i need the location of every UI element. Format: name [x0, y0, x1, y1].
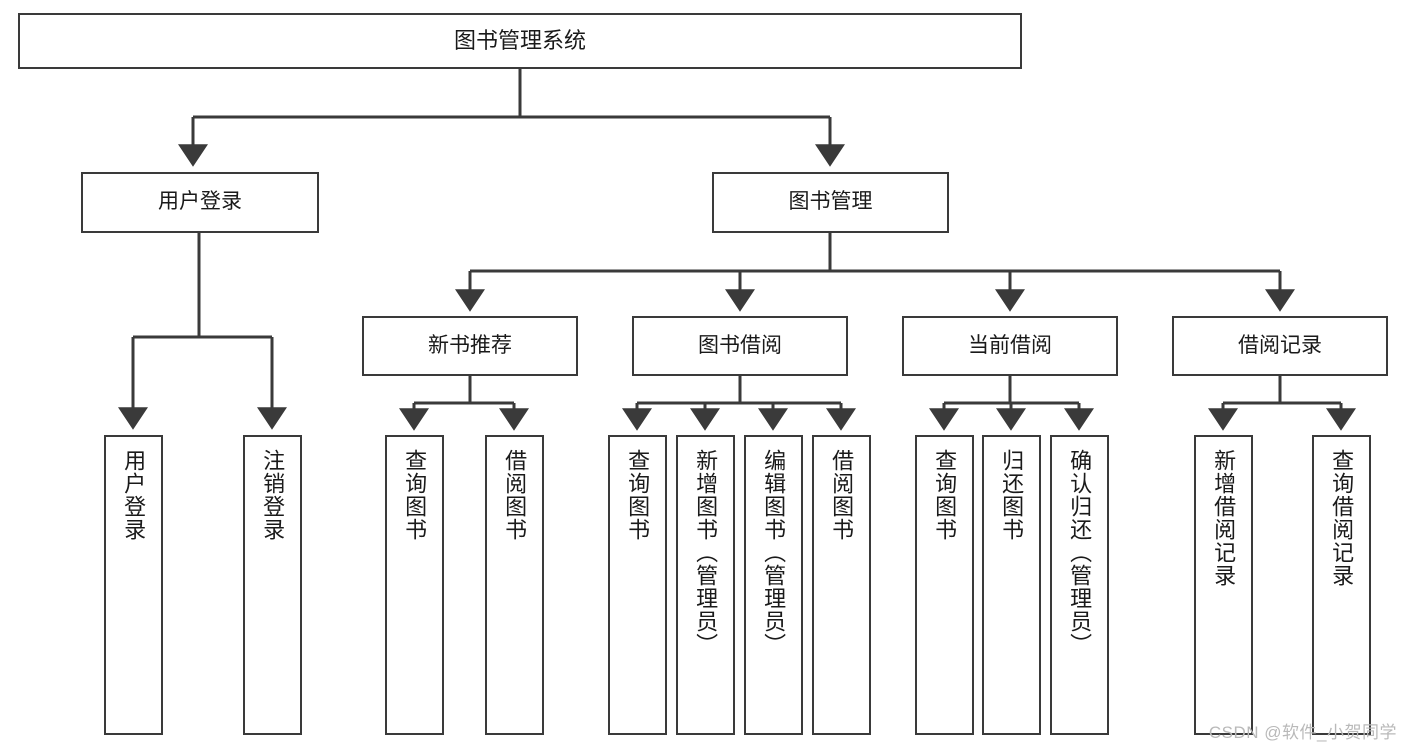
node-book-management[interactable]: 图书管理: [712, 172, 949, 233]
node-label: 图书管理系统: [453, 28, 586, 54]
node-label: 查询图书: [402, 449, 428, 541]
node-label: 用户登录: [158, 190, 242, 214]
node-new-book-recommend[interactable]: 新书推荐: [362, 316, 578, 376]
leaf-borrow-record-add[interactable]: 新增借阅记录: [1194, 435, 1253, 735]
node-label: 注销登录: [260, 449, 286, 541]
node-label: 查询图书: [625, 449, 651, 541]
leaf-user-login-logout[interactable]: 注销登录: [243, 435, 302, 735]
leaf-new-book-borrow[interactable]: 借阅图书: [485, 435, 544, 735]
leaf-borrow-record-query[interactable]: 查询借阅记录: [1312, 435, 1371, 735]
node-label: 图书管理: [788, 190, 873, 214]
node-label: 图书借阅: [698, 333, 782, 357]
watermark-text: CSDN @软件_小贺同学: [1208, 723, 1397, 742]
leaf-book-borrow-borrow[interactable]: 借阅图书: [812, 435, 871, 735]
leaf-current-borrow-query[interactable]: 查询图书: [915, 435, 974, 735]
node-borrow-record[interactable]: 借阅记录: [1172, 316, 1388, 376]
node-label: 借阅记录: [1238, 333, 1322, 357]
leaf-book-borrow-add[interactable]: 新增图书（管理员）: [676, 435, 735, 735]
node-label: 用户登录: [121, 449, 147, 541]
leaf-current-borrow-confirm-return[interactable]: 确认归还（管理员）: [1050, 435, 1109, 735]
node-label: 编辑图书（管理员）: [761, 449, 787, 656]
leaf-current-borrow-return[interactable]: 归还图书: [982, 435, 1041, 735]
leaf-user-login-login[interactable]: 用户登录: [104, 435, 163, 735]
node-label: 归还图书: [999, 449, 1025, 541]
leaf-new-book-query[interactable]: 查询图书: [385, 435, 444, 735]
leaf-book-borrow-query[interactable]: 查询图书: [608, 435, 667, 735]
node-label: 确认归还（管理员）: [1067, 449, 1093, 656]
node-root-system[interactable]: 图书管理系统: [18, 13, 1022, 69]
node-user-login[interactable]: 用户登录: [81, 172, 319, 233]
node-label: 借阅图书: [829, 449, 855, 541]
node-current-borrow[interactable]: 当前借阅: [902, 316, 1118, 376]
node-label: 查询图书: [932, 449, 958, 541]
node-label: 新增借阅记录: [1211, 449, 1237, 587]
node-book-borrow[interactable]: 图书借阅: [632, 316, 848, 376]
node-label: 新增图书（管理员）: [693, 449, 719, 656]
node-label: 新书推荐: [428, 333, 512, 357]
node-label: 借阅图书: [502, 449, 528, 541]
node-label: 查询借阅记录: [1329, 449, 1355, 587]
node-label: 当前借阅: [968, 333, 1052, 357]
leaf-book-borrow-edit[interactable]: 编辑图书（管理员）: [744, 435, 803, 735]
